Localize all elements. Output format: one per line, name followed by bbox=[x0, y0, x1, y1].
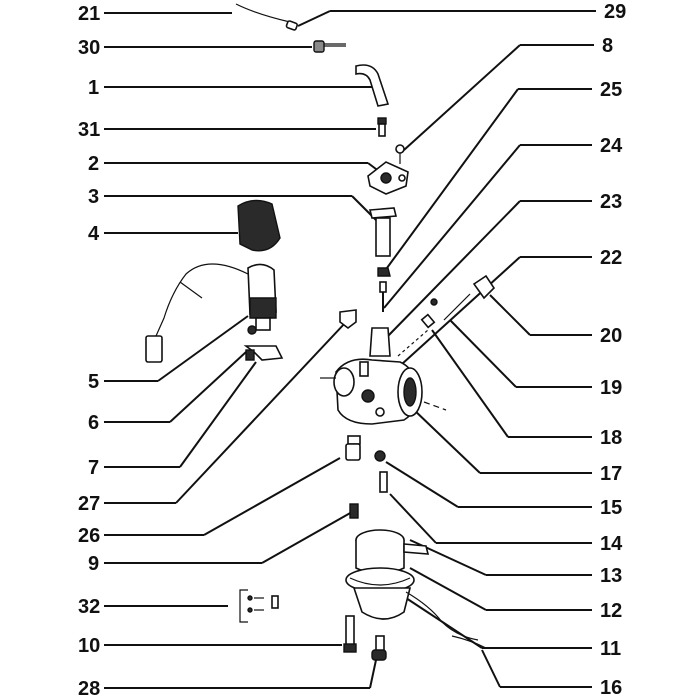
leader-19-b bbox=[449, 319, 517, 388]
main-jet-part bbox=[349, 503, 359, 519]
callout-22: 22 bbox=[600, 247, 622, 269]
side-screw-part bbox=[395, 144, 405, 164]
callout-11: 11 bbox=[600, 638, 621, 660]
callout-20: 20 bbox=[600, 325, 622, 347]
leader-29-b bbox=[297, 10, 331, 27]
leader-6-b bbox=[169, 351, 247, 423]
leader-23-b bbox=[387, 200, 521, 337]
callout-29: 29 bbox=[604, 1, 626, 23]
callout-24: 24 bbox=[600, 135, 623, 157]
leader-8-b bbox=[403, 44, 521, 151]
callout-7: 7 bbox=[88, 457, 99, 479]
elbow-fitting-part bbox=[339, 309, 357, 329]
callout-32: 32 bbox=[78, 596, 100, 618]
left-leaders bbox=[104, 12, 381, 689]
callout-8: 8 bbox=[602, 35, 613, 57]
leader-15-b bbox=[385, 461, 459, 508]
callout-31: 31 bbox=[78, 119, 100, 141]
callout-19: 19 bbox=[600, 377, 622, 399]
callout-28: 28 bbox=[78, 678, 100, 700]
left-callouts: 21 30 1 31 2 3 4 5 6 7 27 26 9 32 10 28 bbox=[78, 3, 100, 700]
callout-21: 21 bbox=[78, 3, 100, 25]
drain-hose-part bbox=[451, 635, 487, 649]
leader-18-b bbox=[431, 329, 509, 438]
rubber-cover-part bbox=[355, 64, 390, 107]
callout-23: 23 bbox=[600, 191, 622, 213]
drain-screw-part bbox=[371, 635, 387, 661]
right-callouts: 29 8 25 24 23 22 20 19 18 17 15 14 13 12… bbox=[600, 1, 626, 699]
leader-28-b bbox=[369, 659, 377, 689]
float-bowl-part bbox=[345, 529, 479, 641]
callout-13: 13 bbox=[600, 565, 622, 587]
callout-25: 25 bbox=[600, 79, 622, 101]
callout-16: 16 bbox=[600, 677, 622, 699]
leader-25-b bbox=[383, 88, 519, 273]
callout-14: 14 bbox=[600, 533, 623, 555]
hardware-set-part bbox=[239, 589, 279, 623]
bowl-screw-part bbox=[343, 615, 357, 653]
needle-clip-part bbox=[377, 267, 391, 277]
leader-9-b bbox=[261, 511, 353, 564]
retainer-plate-part bbox=[243, 325, 284, 361]
leader-26-b bbox=[203, 457, 341, 536]
leader-17-b bbox=[411, 407, 481, 474]
throttle-valve-part bbox=[369, 327, 391, 357]
choke-cover-part bbox=[237, 199, 281, 252]
callout-17: 17 bbox=[600, 463, 622, 485]
throttle-spring-part bbox=[368, 207, 398, 257]
leader-22-b bbox=[401, 256, 521, 365]
jet-needle-part bbox=[379, 281, 387, 312]
callout-5: 5 bbox=[88, 371, 99, 393]
leader-16-b bbox=[481, 649, 501, 688]
throttle-cable-part bbox=[235, 3, 291, 23]
callout-30: 30 bbox=[78, 37, 100, 59]
leader-27-b bbox=[175, 321, 347, 504]
callout-12: 12 bbox=[600, 600, 622, 622]
right-leaders bbox=[297, 10, 596, 688]
carburetor-body-part bbox=[320, 329, 447, 425]
callout-10: 10 bbox=[78, 635, 100, 657]
leader-11-b bbox=[405, 597, 483, 649]
callout-6: 6 bbox=[88, 412, 99, 434]
leader-12-b bbox=[409, 567, 487, 611]
callout-1: 1 bbox=[88, 77, 99, 99]
carburetor-cap-part bbox=[367, 161, 409, 195]
choke-actuator-part bbox=[145, 263, 277, 363]
callout-4: 4 bbox=[88, 223, 100, 245]
leader-20-b bbox=[489, 294, 531, 336]
leader-7-b bbox=[179, 361, 257, 468]
leader-24-b bbox=[383, 144, 521, 309]
callout-15: 15 bbox=[600, 497, 622, 519]
adjuster-screw-part bbox=[313, 40, 346, 53]
callout-3: 3 bbox=[88, 186, 99, 208]
cable-end-part bbox=[285, 20, 298, 31]
top-screw-part bbox=[377, 117, 387, 137]
leader-5-b bbox=[157, 315, 249, 382]
callout-18: 18 bbox=[600, 427, 622, 449]
callout-26: 26 bbox=[78, 525, 100, 547]
leader-14-b bbox=[389, 493, 437, 544]
callout-9: 9 bbox=[88, 553, 99, 575]
callout-2: 2 bbox=[88, 153, 99, 175]
air-screw-assembly-part bbox=[420, 274, 496, 329]
callout-27: 27 bbox=[78, 493, 100, 515]
jet-holder-part bbox=[345, 435, 361, 461]
idle-jet-part bbox=[374, 450, 388, 493]
